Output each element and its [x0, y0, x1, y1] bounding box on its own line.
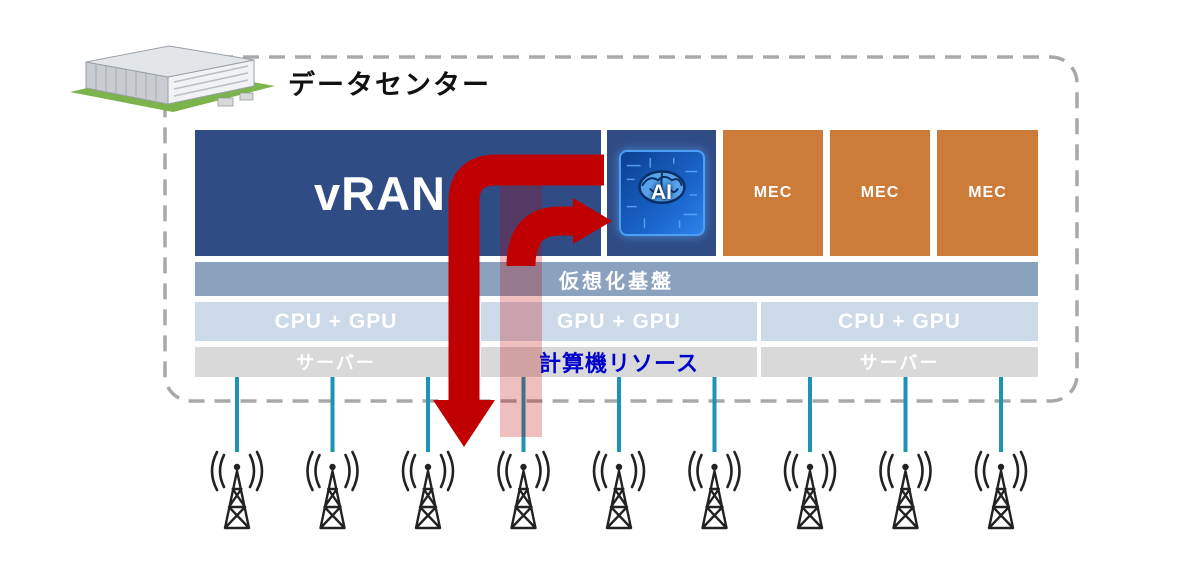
server-bar-2: 計算機リソース	[481, 347, 757, 377]
base-station-antenna-icon	[401, 450, 455, 530]
fronthaul-links	[235, 377, 1003, 452]
compute-resources-label: 計算機リソース	[539, 351, 699, 376]
mec-label: MEC	[753, 184, 793, 201]
base-stations	[210, 450, 1028, 530]
mec-box-2: MEC	[830, 130, 930, 256]
base-station-antenna-icon	[879, 450, 932, 530]
virtualization-label: 仮想化基盤	[559, 270, 674, 293]
server-bar-3: サーバー	[761, 347, 1038, 377]
ai-box: AI	[607, 130, 716, 256]
datacenter-title: データセンター	[288, 70, 491, 100]
base-station-antenna-icon	[592, 450, 646, 530]
mec-box-1: MEC	[723, 130, 823, 256]
base-station-antenna-icon	[688, 450, 741, 530]
server-bar-1: サーバー	[195, 347, 477, 377]
ai-chip-icon: AI	[618, 150, 705, 236]
base-station-antenna-icon	[210, 450, 264, 530]
mec-label: MEC	[860, 184, 900, 201]
mec-box-3: MEC	[937, 130, 1038, 256]
mec-label: MEC	[968, 184, 1007, 201]
base-station-antenna-icon	[306, 450, 359, 530]
hardware-bar-1: CPU + GPU	[195, 302, 477, 341]
hardware-label: CPU + GPU	[274, 309, 398, 333]
hardware-label: CPU + GPU	[838, 309, 961, 333]
vran-label: vRAN	[314, 166, 446, 220]
vran-box: vRAN	[195, 130, 601, 256]
base-station-antenna-icon	[783, 450, 837, 530]
virtualization-layer-bar: 仮想化基盤	[195, 262, 1038, 296]
server-label: サーバー	[859, 353, 940, 373]
datacenter-building-icon	[70, 45, 275, 112]
base-station-antenna-icon	[497, 450, 550, 530]
hardware-bar-2: GPU + GPU	[481, 302, 757, 341]
server-label: サーバー	[296, 353, 376, 373]
ai-label: AI	[651, 181, 672, 204]
base-station-antenna-icon	[974, 450, 1028, 530]
hardware-label: GPU + GPU	[557, 309, 681, 333]
hardware-bar-3: CPU + GPU	[761, 302, 1038, 341]
